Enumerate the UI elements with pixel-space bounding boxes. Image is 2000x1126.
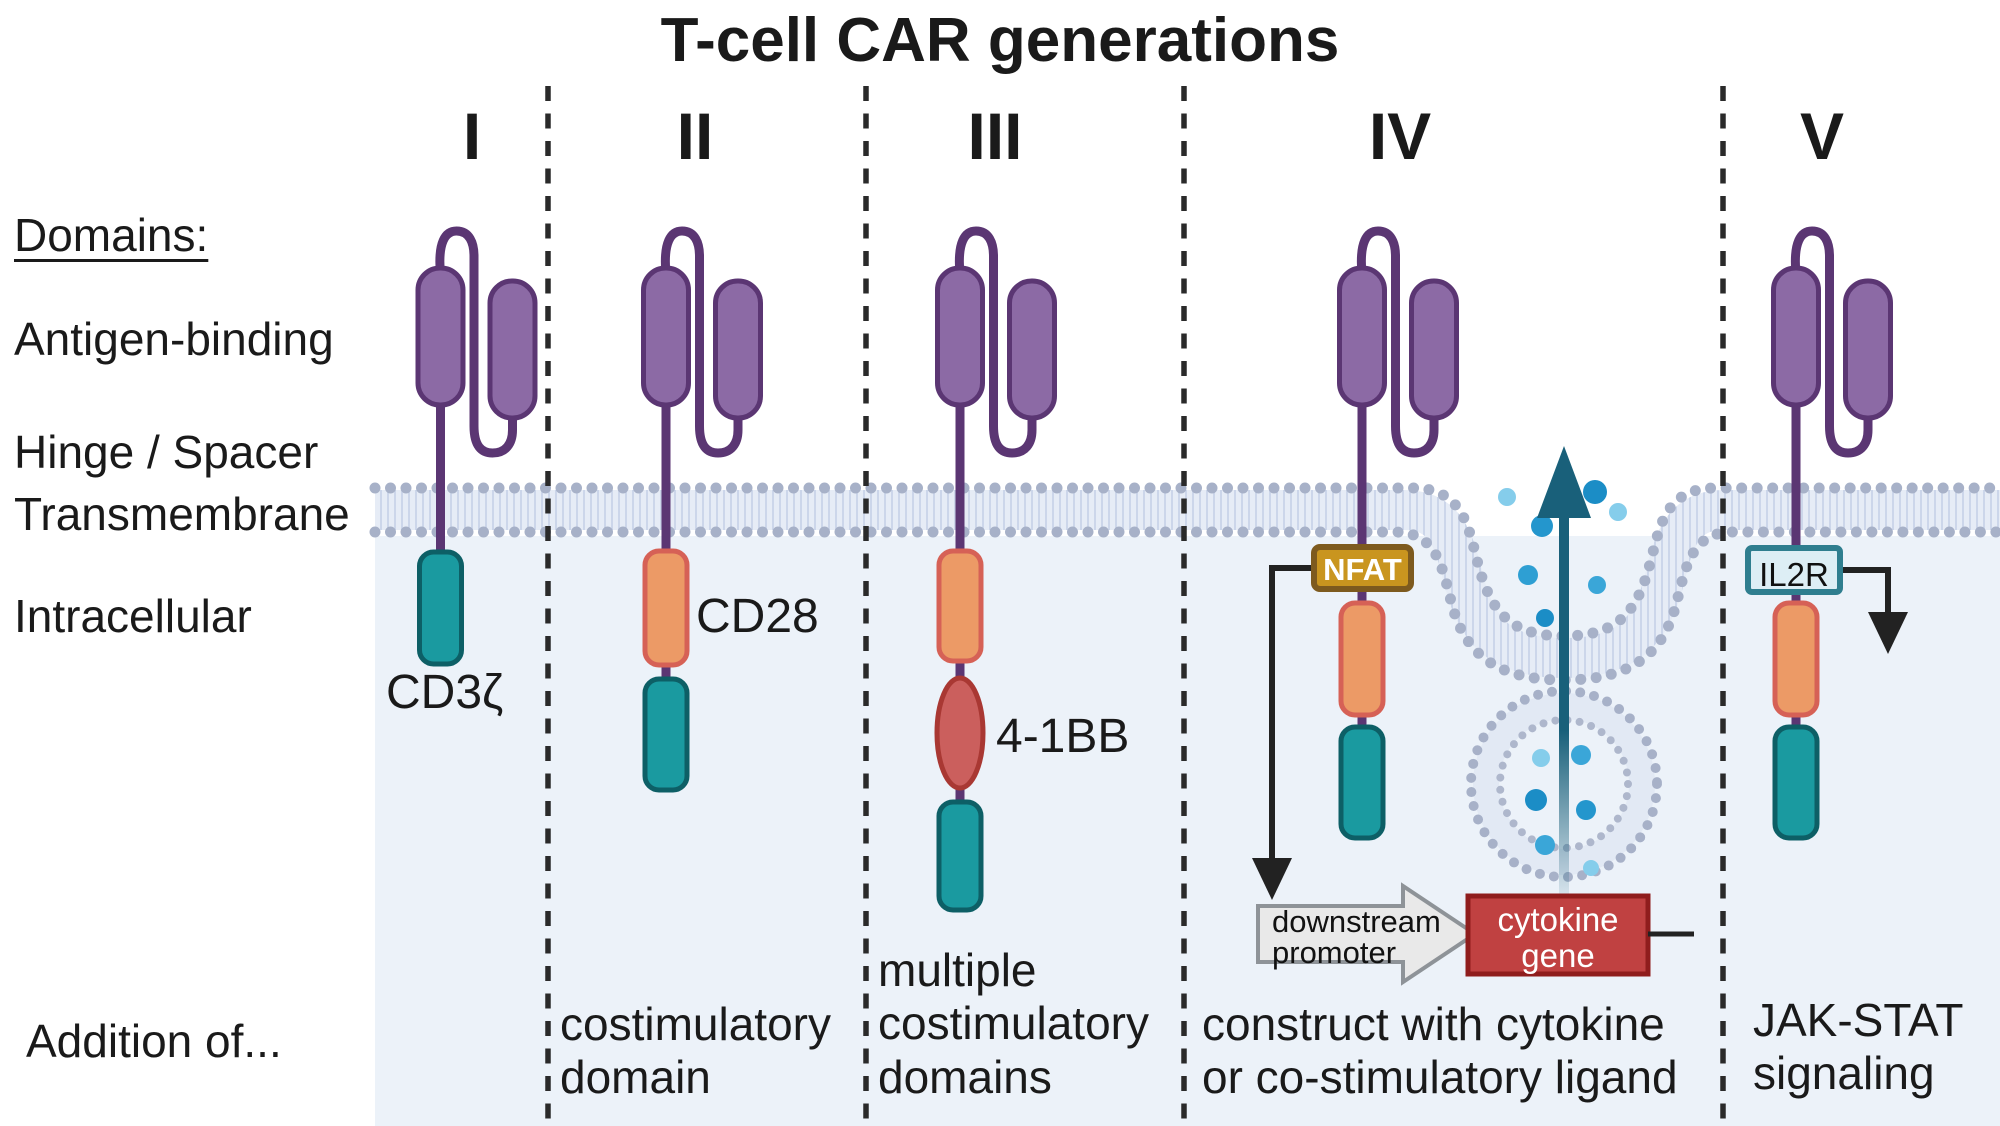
caption-line: multiple [878, 944, 1037, 996]
label-cd3zeta: CD3ζ [386, 666, 504, 719]
gene-line-1: cytokine [1497, 901, 1619, 938]
antigen-binding-domain [1007, 278, 1057, 421]
cd3zeta-domain [936, 799, 984, 913]
downstream-promoter-arrow [1256, 882, 1479, 986]
cd3zeta-domain [1772, 724, 1820, 841]
il2r-box [1745, 545, 1843, 595]
antigen-binding-domain [1843, 278, 1893, 421]
nfat-label: NFAT [1323, 552, 1402, 587]
cytokine-dot [1588, 576, 1606, 594]
label-hinge-spacer: Hinge / Spacer [14, 426, 319, 478]
caption-line: construct with cytokine [1202, 998, 1665, 1050]
label-transmembrane: Transmembrane [14, 488, 350, 540]
cytokine-dot [1583, 480, 1607, 504]
antigen-binding-domain [935, 265, 985, 408]
down-arrow-icon [1252, 858, 1292, 900]
downstream-promoter-label: downstream promoter [1272, 906, 1441, 968]
cytokine-dot [1532, 749, 1550, 767]
car-generation-5 [1745, 226, 1908, 841]
scfv-linker-loop [1790, 226, 1873, 458]
caption-line: JAK-STAT [1753, 994, 1964, 1046]
label-cd28: CD28 [696, 590, 819, 643]
costimulatory-domain-cd28 [1338, 600, 1386, 718]
caption-line: domains [878, 1050, 1052, 1103]
generation-numeral-2: II [676, 99, 714, 173]
il2r-label: IL2R [1759, 556, 1829, 593]
cytokine-gene-box [1465, 893, 1651, 977]
caption-line: signaling [1753, 1047, 1935, 1100]
cd3zeta-domain [417, 549, 464, 667]
car-generation-3 [934, 226, 1057, 913]
cytokine-dot [1583, 860, 1599, 876]
promoter-line-1: downstream [1272, 904, 1441, 939]
generation-numeral-1: I [462, 99, 482, 173]
generation-numeral-5: V [1799, 99, 1845, 173]
cytokine-dot [1518, 565, 1538, 585]
domains-heading: Domains: [14, 209, 209, 261]
cd3zeta-domain [642, 676, 690, 793]
antigen-binding-domain [487, 278, 538, 421]
generation-numeral-4: IV [1368, 99, 1432, 173]
down-arrow-icon [1868, 612, 1908, 654]
scfv-linker-loop [435, 226, 517, 458]
cytokine-dot [1609, 503, 1627, 521]
cytokine-dot [1525, 789, 1547, 811]
antigen-binding-domain [713, 278, 763, 421]
antigen-binding-domain [1409, 278, 1459, 421]
page-title: T-cell CAR generations [660, 6, 1340, 75]
cytokine-gene-label: cytokine gene [1468, 901, 1648, 975]
antigen-binding-domain [415, 265, 466, 408]
cd3zeta-domain [1338, 724, 1386, 841]
caption-generation-2: costimulatory domain [560, 998, 831, 1105]
caption-line: costimulatory [878, 997, 1149, 1050]
il2r-signal-connector [1840, 567, 1891, 612]
costimulatory-domain-cd28 [936, 548, 984, 664]
scfv-linker-loop [954, 226, 1037, 458]
column-dividers [545, 86, 1726, 1126]
nfat-signal-connector [1269, 565, 1314, 858]
label-addition-of: Addition of... [26, 1015, 282, 1067]
scfv-linker-loop [660, 226, 743, 458]
cytokine-dot [1535, 835, 1555, 855]
antigen-binding-domain [641, 265, 691, 408]
caption-generation-5: JAK-STAT signaling [1753, 994, 1963, 1101]
cytokine-dot [1571, 745, 1591, 765]
cytokine-dots [1498, 480, 1627, 876]
costimulatory-domain-41bb [934, 675, 986, 791]
label-41bb: 4-1BB [996, 710, 1130, 763]
scfv-linker-loop [1356, 226, 1439, 458]
caption-line: costimulatory [560, 998, 831, 1050]
promoter-line-2: promoter [1272, 935, 1397, 970]
cytokine-dot [1536, 609, 1554, 627]
costimulatory-domain-cd28 [642, 548, 690, 668]
car-generation-4 [1252, 226, 1694, 986]
label-antigen-binding: Antigen-binding [14, 313, 334, 365]
generation-numeral-3: III [967, 99, 1023, 173]
cytokine-dot [1531, 515, 1553, 537]
gene-line-2: gene [1521, 937, 1595, 975]
costimulatory-domain-cd28 [1772, 600, 1820, 718]
antigen-binding-domain [1771, 265, 1821, 408]
label-intracellular: Intracellular [14, 590, 252, 642]
caption-generation-3: multiple costimulatory domains [878, 944, 1149, 1104]
antigen-binding-domain [1337, 265, 1387, 408]
caption-generation-4: construct with cytokine or co-stimulator… [1202, 998, 1678, 1105]
cytokine-dot [1498, 488, 1516, 506]
nfat-box [1311, 544, 1414, 592]
caption-line: domain [560, 1051, 711, 1104]
cytokine-dot [1576, 800, 1596, 820]
secretion-arrow-icon [1537, 446, 1591, 902]
car-generation-2 [641, 226, 763, 793]
caption-line: or co-stimulatory ligand [1202, 1051, 1678, 1104]
car-generation-1 [415, 226, 538, 667]
